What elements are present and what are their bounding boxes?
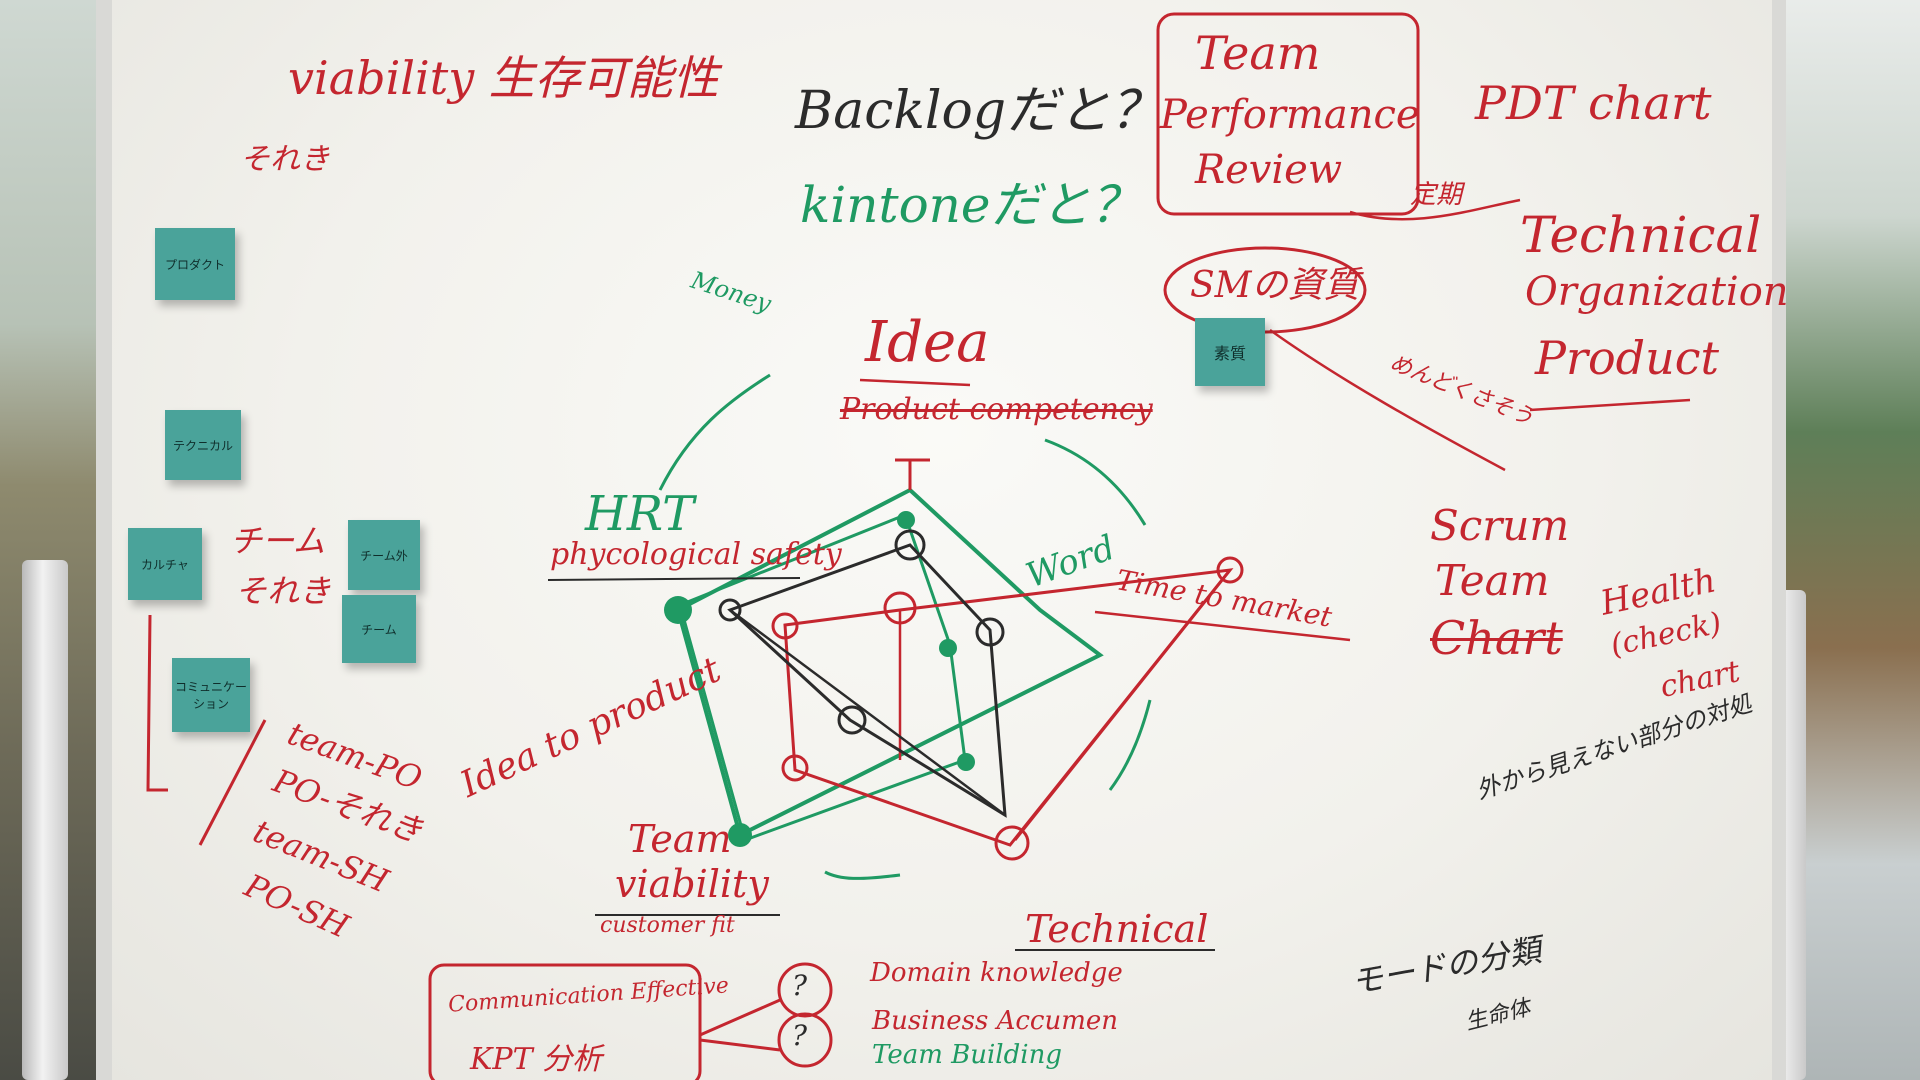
sticky-team: チーム: [342, 595, 416, 663]
question-mark-1: ?: [792, 969, 808, 1002]
chart-customer-fit-label: customer fit: [600, 913, 735, 938]
sm-ellipse: [1163, 246, 1367, 334]
technical-text: Technical: [1520, 206, 1762, 264]
viability-text: viability 生存可能性: [288, 51, 719, 105]
bottom-box-text: KPT 分析: [470, 1042, 603, 1077]
product-text: Product: [1535, 331, 1719, 385]
pdt-chart-text: PDT chart: [1475, 76, 1712, 130]
chart-hrt-label: HRT: [585, 486, 695, 542]
chart-psych-safety-label: phycological safety: [550, 537, 842, 572]
organization-text: Organization: [1525, 269, 1789, 315]
performance-label: Performance: [1160, 92, 1420, 138]
sticky-outside-team: チーム外: [348, 520, 420, 590]
question-mark-2: ?: [792, 1019, 808, 1052]
scrum-chart-text: Chart: [1430, 611, 1563, 665]
backlog-text: Backlogだと？: [795, 81, 1163, 141]
scrum-text: Scrum: [1430, 501, 1570, 550]
kinmu-text: 定期: [1410, 180, 1463, 210]
business-accumen-text: Business Accumen: [872, 1006, 1119, 1036]
domain-knowledge-text: Domain knowledge: [870, 958, 1123, 988]
scrum-team-text: Team: [1435, 556, 1550, 605]
sticky-culture: カルチャ: [128, 528, 202, 600]
chart-product-competency: Product competency: [840, 392, 1153, 427]
sticky-communication: コミュニケーション: [172, 658, 250, 732]
review-label: Review: [1195, 147, 1343, 193]
chart-team-label: Team: [628, 817, 732, 861]
sticky-shishitsu: 素質: [1195, 318, 1265, 386]
soreki-jp-text: それき: [235, 572, 332, 610]
team-jp-text: チーム: [230, 522, 326, 560]
team-performance-box: [1156, 12, 1420, 216]
team-label: Team: [1195, 26, 1321, 80]
kintone-text: kintoneだと？: [800, 176, 1141, 234]
communication-box: [428, 963, 702, 1080]
chart-technical-label: Technical: [1025, 907, 1209, 951]
team-building-text: Team Building: [872, 1040, 1062, 1070]
chart-idea-label: Idea: [865, 310, 990, 375]
left-post: [22, 560, 68, 1080]
sm-shishitsu-text: SMの資質: [1190, 265, 1360, 306]
soreki-text: それき: [240, 142, 330, 177]
sticky-product: プロダクト: [155, 228, 235, 300]
chart-viability-label: viability: [615, 862, 769, 906]
sticky-technical: テクニカル: [165, 410, 241, 480]
